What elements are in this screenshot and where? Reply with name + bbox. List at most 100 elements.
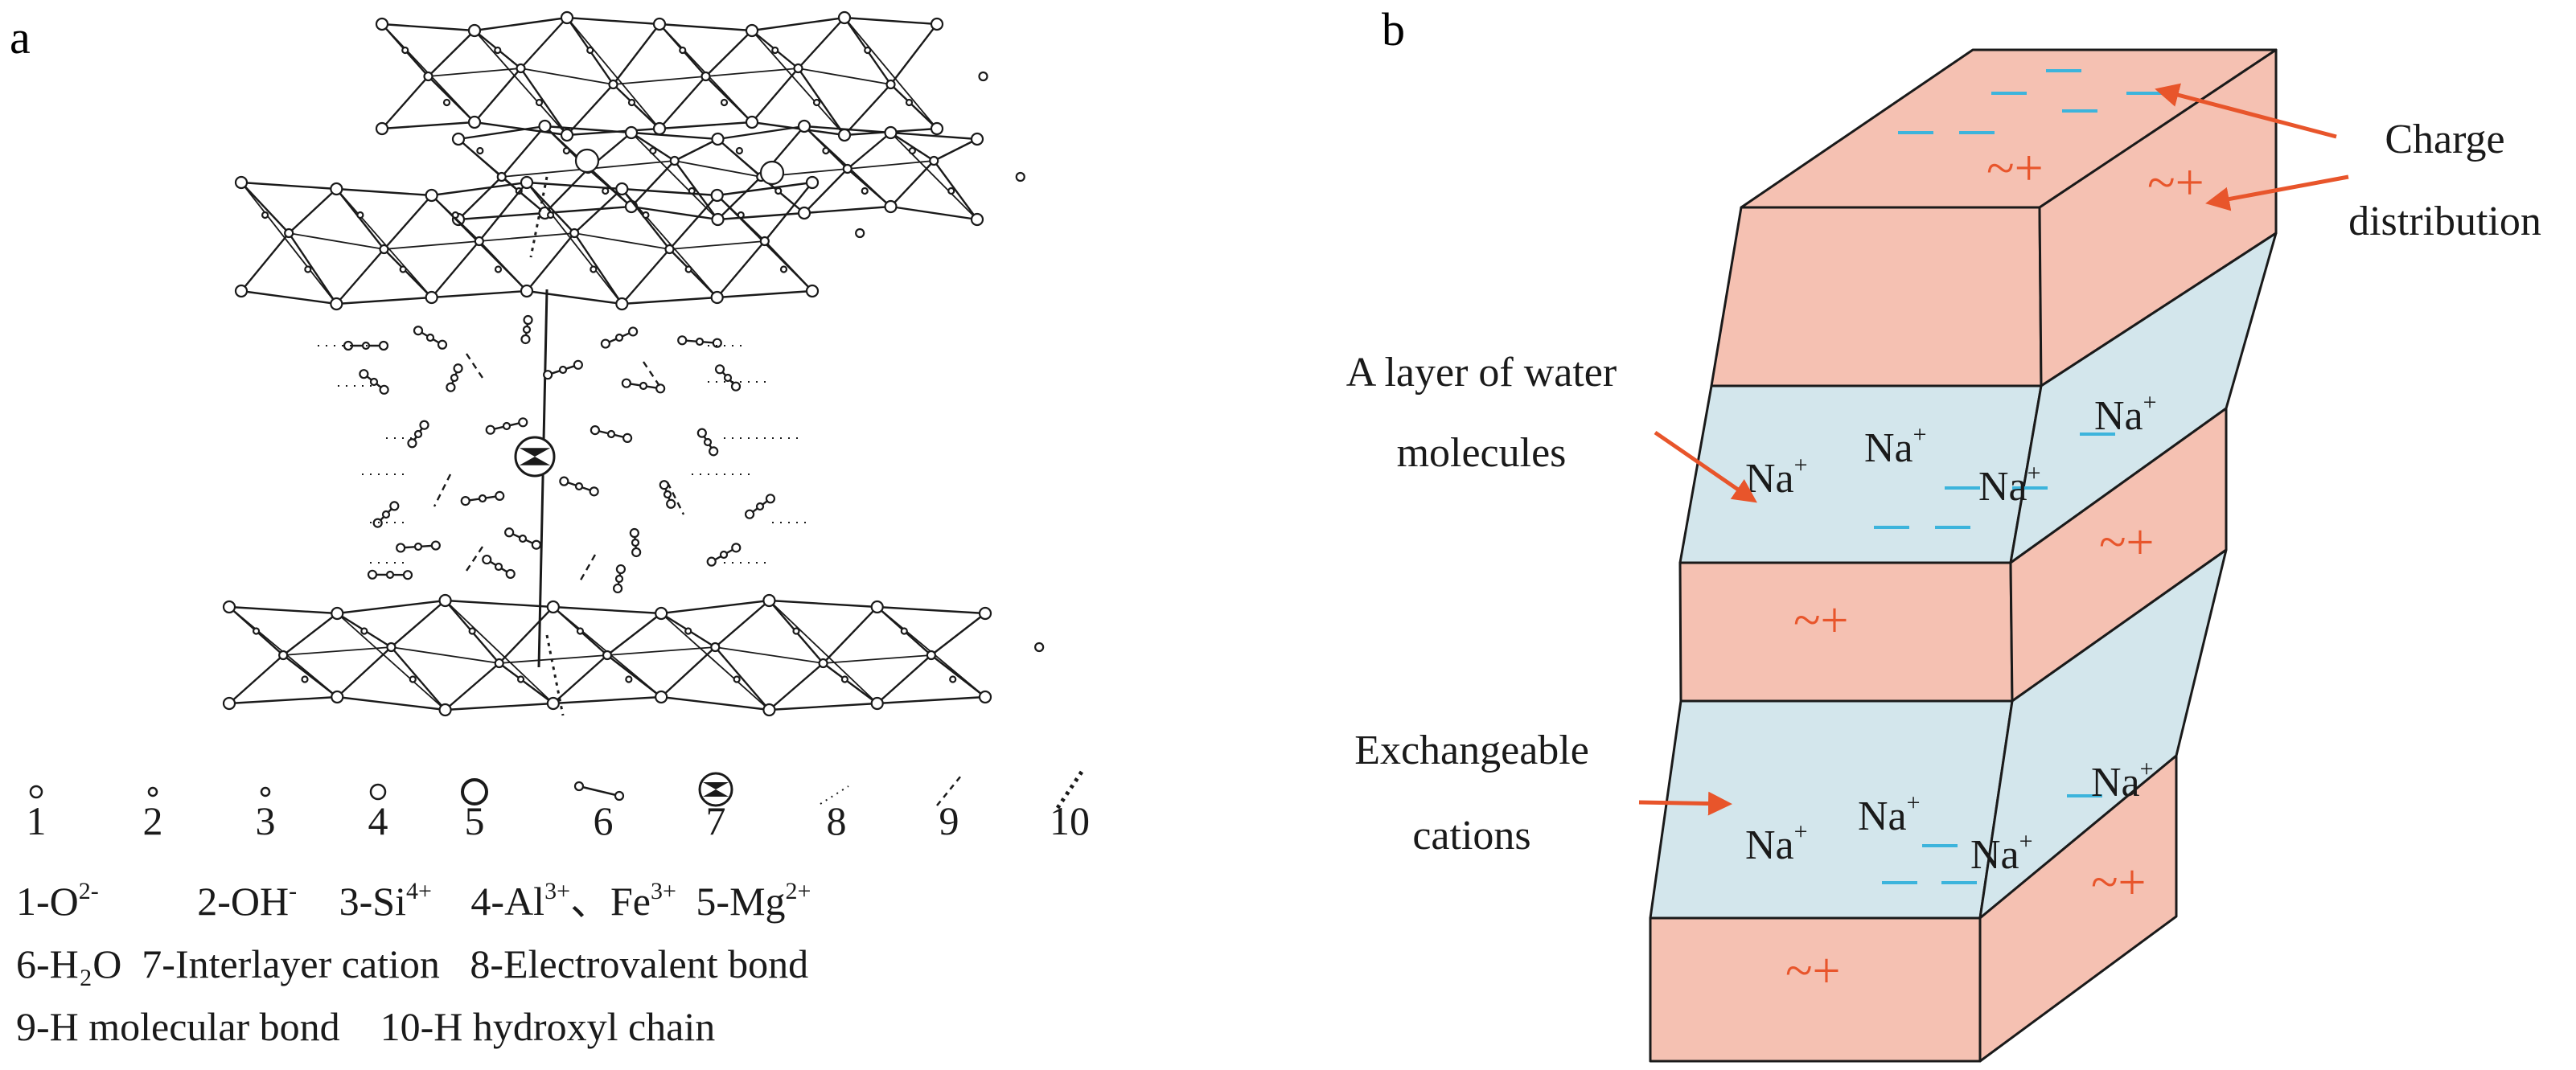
water-atom — [623, 434, 631, 442]
small-atom — [906, 100, 912, 105]
bond-line — [718, 126, 805, 139]
atom-circle — [540, 121, 551, 132]
bond-line — [382, 24, 475, 31]
water-atom — [757, 503, 763, 510]
atom-circle — [440, 595, 451, 606]
water-atom — [631, 529, 639, 537]
legend-number: 7 — [706, 798, 726, 843]
legend-number: 1 — [27, 798, 47, 843]
atom-circle — [469, 25, 480, 36]
bond-line — [622, 189, 717, 195]
bond-line — [715, 647, 823, 663]
water-atom — [667, 500, 675, 508]
water-atom — [629, 327, 637, 335]
bond-line — [844, 18, 937, 24]
bond-line — [643, 362, 659, 386]
water-atom — [678, 336, 686, 344]
atom-circle — [972, 133, 983, 145]
bond-line — [337, 601, 445, 613]
water-atom — [415, 543, 421, 550]
atom-circle — [517, 64, 525, 72]
bond-line — [499, 655, 607, 663]
hydroxyl-icon — [149, 788, 157, 796]
bond-line — [241, 233, 289, 291]
small-atom — [737, 148, 742, 154]
water-atom — [380, 386, 388, 394]
water-atom — [390, 502, 398, 510]
bond-line — [475, 31, 567, 135]
atom-circle — [795, 64, 803, 72]
positive-charge-mark: ~+ — [2147, 154, 2204, 211]
small-atom — [410, 677, 416, 683]
atom-circle — [440, 704, 451, 715]
callout-charge-distribution: Charge distribution — [2348, 117, 2541, 244]
bond-line — [391, 601, 445, 647]
bond-line — [877, 607, 985, 613]
callout-water-line1: A layer of water — [1346, 350, 1617, 396]
water-atom — [521, 335, 529, 343]
atom-circle — [626, 127, 637, 138]
small-atom — [587, 47, 593, 53]
bond-line — [799, 68, 891, 84]
positive-charge-mark: ~+ — [1785, 944, 1841, 998]
water-atom — [617, 565, 625, 573]
bond-line — [769, 601, 877, 703]
atom-circle — [331, 298, 342, 310]
bond-line — [769, 601, 877, 607]
bond-line — [283, 613, 337, 655]
bond-line — [769, 703, 877, 710]
bond-line — [429, 68, 521, 76]
atom-circle — [616, 298, 627, 310]
small-atom — [361, 629, 367, 634]
bond-line — [446, 601, 553, 607]
small-atom — [862, 188, 868, 194]
positive-charge-mark: ~+ — [2091, 855, 2147, 910]
water-atom — [614, 584, 622, 592]
water-atom — [725, 375, 731, 381]
water-layer-front — [1650, 701, 2012, 918]
bond-line — [588, 161, 675, 169]
small-atom — [470, 629, 475, 634]
water-atom — [696, 338, 703, 345]
bond-line — [659, 24, 752, 31]
atom-circle — [376, 123, 388, 134]
water-atom — [608, 431, 614, 437]
bond-line — [432, 182, 527, 195]
water-atom — [483, 555, 491, 564]
bond-line — [567, 18, 659, 129]
bond-line — [384, 195, 432, 249]
oxygen-icon — [31, 786, 42, 797]
small-atom — [518, 677, 524, 683]
water-atom — [451, 375, 458, 381]
positive-charge-mark: ~+ — [2099, 515, 2155, 570]
small-atom — [564, 148, 569, 154]
bond-line — [229, 655, 283, 703]
legend-number: 10 — [1050, 798, 1090, 843]
atom-circle — [885, 127, 897, 138]
bond-line — [769, 663, 823, 710]
small-atom — [680, 47, 685, 53]
atom-circle — [713, 133, 724, 145]
water-atom — [721, 551, 727, 558]
bond-line — [391, 647, 445, 710]
bond-line — [545, 126, 632, 133]
small-atom — [842, 677, 848, 683]
bond-line — [229, 697, 337, 703]
water-atom — [462, 497, 470, 505]
small-atom — [357, 212, 363, 218]
bond-line — [499, 663, 553, 703]
bond-line — [675, 161, 718, 219]
callout-water-layer: A layer of water molecules — [1346, 350, 1617, 476]
bond-line — [241, 182, 336, 304]
water-atom — [414, 326, 422, 334]
bond-line — [659, 122, 752, 129]
bond-line — [521, 18, 568, 68]
small-atom — [814, 100, 820, 105]
interlayer-cation — [576, 150, 598, 172]
legend-number: 5 — [465, 798, 485, 843]
bond-line — [717, 241, 765, 297]
bond-line — [715, 601, 769, 647]
atom-circle — [666, 245, 674, 253]
small-atom — [629, 100, 635, 105]
